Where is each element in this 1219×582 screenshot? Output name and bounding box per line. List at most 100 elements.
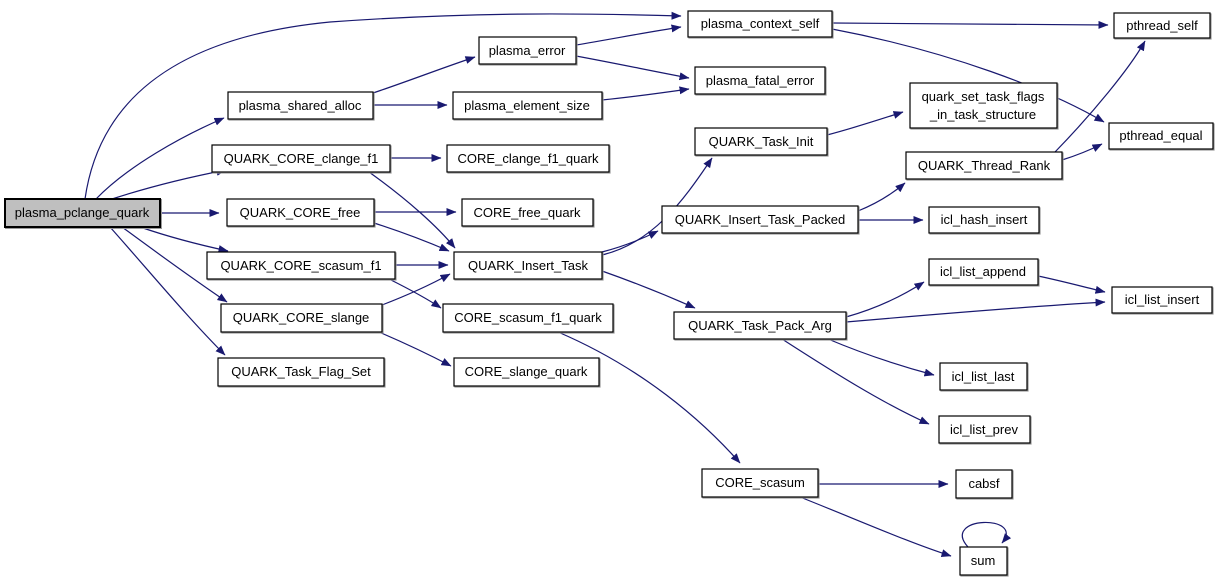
edge-QUARK_CORE_scasum_f1--CORE_scasum_f1_quark bbox=[388, 278, 442, 309]
node-label: sum bbox=[971, 553, 996, 568]
edge-sum--sum-self-loop bbox=[961, 521, 1012, 548]
node-QUARK_Task_Flag_Set[interactable]: QUARK_Task_Flag_Set bbox=[217, 357, 385, 387]
node-box[interactable] bbox=[701, 468, 819, 498]
node-box[interactable] bbox=[453, 251, 603, 280]
node-label: plasma_shared_alloc bbox=[239, 98, 362, 113]
node-icl_list_last[interactable]: icl_list_last bbox=[939, 362, 1028, 391]
node-label: pthread_equal bbox=[1119, 128, 1202, 143]
node-CORE_scasum[interactable]: CORE_scasum bbox=[701, 468, 819, 498]
node-plasma_pclange_quark[interactable]: plasma_pclange_quark bbox=[4, 198, 161, 228]
edge-icl_list_append--icl_list_insert bbox=[1037, 275, 1106, 294]
node-label: icl_list_append bbox=[940, 264, 1026, 279]
node-box[interactable] bbox=[928, 206, 1040, 234]
node-QUARK_Insert_Task_Packed[interactable]: QUARK_Insert_Task_Packed bbox=[661, 205, 859, 234]
node-box[interactable] bbox=[909, 82, 1058, 129]
node-QUARK_CORE_clange_f1[interactable]: QUARK_CORE_clange_f1 bbox=[211, 144, 391, 173]
node-plasma_shared_alloc[interactable]: plasma_shared_alloc bbox=[227, 91, 374, 120]
edge-QUARK_Insert_Task_Packed--QUARK_Thread_Rank bbox=[857, 182, 906, 212]
node-sum[interactable]: sum bbox=[959, 546, 1008, 576]
node-icl_list_append[interactable]: icl_list_append bbox=[928, 258, 1039, 286]
node-label: icl_list_last bbox=[952, 369, 1015, 384]
node-plasma_element_size[interactable]: plasma_element_size bbox=[452, 91, 603, 120]
node-box[interactable] bbox=[446, 144, 610, 173]
node-pthread_self[interactable]: pthread_self bbox=[1113, 12, 1211, 39]
node-box[interactable] bbox=[442, 303, 614, 333]
node-box[interactable] bbox=[1111, 286, 1213, 314]
node-box[interactable] bbox=[955, 469, 1013, 499]
node-pthread_equal[interactable]: pthread_equal bbox=[1108, 122, 1214, 150]
node-box[interactable] bbox=[1113, 12, 1211, 39]
node-box[interactable] bbox=[452, 91, 603, 120]
edge-plasma_context_self--pthread_self bbox=[831, 20, 1109, 29]
edge-CORE_scasum_f1_quark--CORE_scasum bbox=[557, 331, 741, 464]
node-QUARK_Insert_Task[interactable]: QUARK_Insert_Task bbox=[453, 251, 603, 280]
node-box[interactable] bbox=[687, 10, 833, 38]
node-label: CORE_scasum bbox=[715, 475, 805, 490]
node-label: icl_list_insert bbox=[1125, 292, 1200, 307]
edge-plasma_pclange_quark--plasma_shared_alloc bbox=[95, 117, 225, 200]
node-box[interactable] bbox=[4, 198, 161, 228]
node-QUARK_CORE_scasum_f1[interactable]: QUARK_CORE_scasum_f1 bbox=[206, 251, 396, 280]
node-box[interactable] bbox=[453, 357, 600, 387]
node-label-line1: quark_set_task_flags bbox=[922, 89, 1045, 104]
node-CORE_free_quark[interactable]: CORE_free_quark bbox=[461, 198, 594, 227]
node-box[interactable] bbox=[1108, 122, 1214, 150]
edge-QUARK_CORE_free--QUARK_Insert_Task bbox=[373, 222, 450, 252]
node-icl_hash_insert[interactable]: icl_hash_insert bbox=[928, 206, 1040, 234]
node-box[interactable] bbox=[478, 36, 577, 65]
edge-plasma_pclange_quark--QUARK_CORE_scasum_f1 bbox=[139, 226, 229, 253]
node-plasma_error[interactable]: plasma_error bbox=[478, 36, 577, 65]
node-box[interactable] bbox=[694, 127, 828, 156]
node-icl_list_prev[interactable]: icl_list_prev bbox=[938, 415, 1031, 444]
node-box[interactable] bbox=[217, 357, 385, 387]
edge-QUARK_Task_Pack_Arg--icl_list_prev bbox=[781, 338, 930, 425]
node-QUARK_CORE_free[interactable]: QUARK_CORE_free bbox=[226, 198, 375, 227]
node-label: CORE_free_quark bbox=[474, 205, 581, 220]
edge-QUARK_Task_Init--quark_set_task_flags_in_task_structure bbox=[826, 111, 904, 136]
node-QUARK_Task_Pack_Arg[interactable]: QUARK_Task_Pack_Arg bbox=[673, 311, 847, 340]
node-box[interactable] bbox=[226, 198, 375, 227]
node-label: pthread_self bbox=[1126, 18, 1198, 33]
node-box[interactable] bbox=[206, 251, 396, 280]
node-box[interactable] bbox=[220, 303, 383, 333]
node-QUARK_CORE_slange[interactable]: QUARK_CORE_slange bbox=[220, 303, 383, 333]
edge-QUARK_Task_Pack_Arg--icl_list_insert bbox=[845, 298, 1106, 323]
node-box[interactable] bbox=[461, 198, 594, 227]
edge-QUARK_CORE_slange--CORE_slange_quark bbox=[378, 331, 452, 367]
node-CORE_clange_f1_quark[interactable]: CORE_clange_f1_quark bbox=[446, 144, 610, 173]
node-cabsf[interactable]: cabsf bbox=[955, 469, 1013, 499]
node-plasma_fatal_error[interactable]: plasma_fatal_error bbox=[694, 66, 826, 95]
node-label: QUARK_Insert_Task_Packed bbox=[675, 212, 846, 227]
node-plasma_context_self[interactable]: plasma_context_self bbox=[687, 10, 833, 38]
node-QUARK_Thread_Rank[interactable]: QUARK_Thread_Rank bbox=[905, 151, 1063, 180]
node-label: QUARK_CORE_slange bbox=[233, 310, 370, 325]
node-label: plasma_element_size bbox=[464, 98, 590, 113]
edge-QUARK_Thread_Rank--pthread_equal bbox=[1061, 143, 1103, 161]
edge-plasma_context_self--pthread_equal bbox=[831, 28, 1105, 123]
node-box[interactable] bbox=[211, 144, 391, 173]
node-label: icl_list_prev bbox=[950, 422, 1018, 437]
node-box[interactable] bbox=[928, 258, 1039, 286]
node-CORE_scasum_f1_quark[interactable]: CORE_scasum_f1_quark bbox=[442, 303, 614, 333]
node-label: plasma_fatal_error bbox=[706, 73, 815, 88]
edge-plasma_error--plasma_fatal_error bbox=[575, 55, 690, 81]
node-box[interactable] bbox=[661, 205, 859, 234]
node-box[interactable] bbox=[673, 311, 847, 340]
node-box[interactable] bbox=[227, 91, 374, 120]
nodes: plasma_pclange_quark plasma_shared_alloc… bbox=[4, 10, 1214, 576]
node-QUARK_Task_Init[interactable]: QUARK_Task_Init bbox=[694, 127, 828, 156]
node-quark_set_task_flags_in_task_structure[interactable]: quark_set_task_flags _in_task_structure bbox=[909, 82, 1058, 129]
node-box[interactable] bbox=[959, 546, 1008, 576]
node-icl_list_insert[interactable]: icl_list_insert bbox=[1111, 286, 1213, 314]
node-box[interactable] bbox=[905, 151, 1063, 180]
edge-plasma_shared_alloc--plasma_error bbox=[372, 56, 476, 94]
edge-QUARK_CORE_clange_f1--QUARK_Insert_Task bbox=[368, 171, 456, 249]
node-box[interactable] bbox=[694, 66, 826, 95]
node-CORE_slange_quark[interactable]: CORE_slange_quark bbox=[453, 357, 600, 387]
node-label: CORE_clange_f1_quark bbox=[458, 151, 599, 166]
node-box[interactable] bbox=[938, 415, 1031, 444]
node-box[interactable] bbox=[939, 362, 1028, 391]
node-label: QUARK_Task_Flag_Set bbox=[231, 364, 371, 379]
edge-plasma_pclange_quark--plasma_context_self bbox=[84, 11, 682, 200]
